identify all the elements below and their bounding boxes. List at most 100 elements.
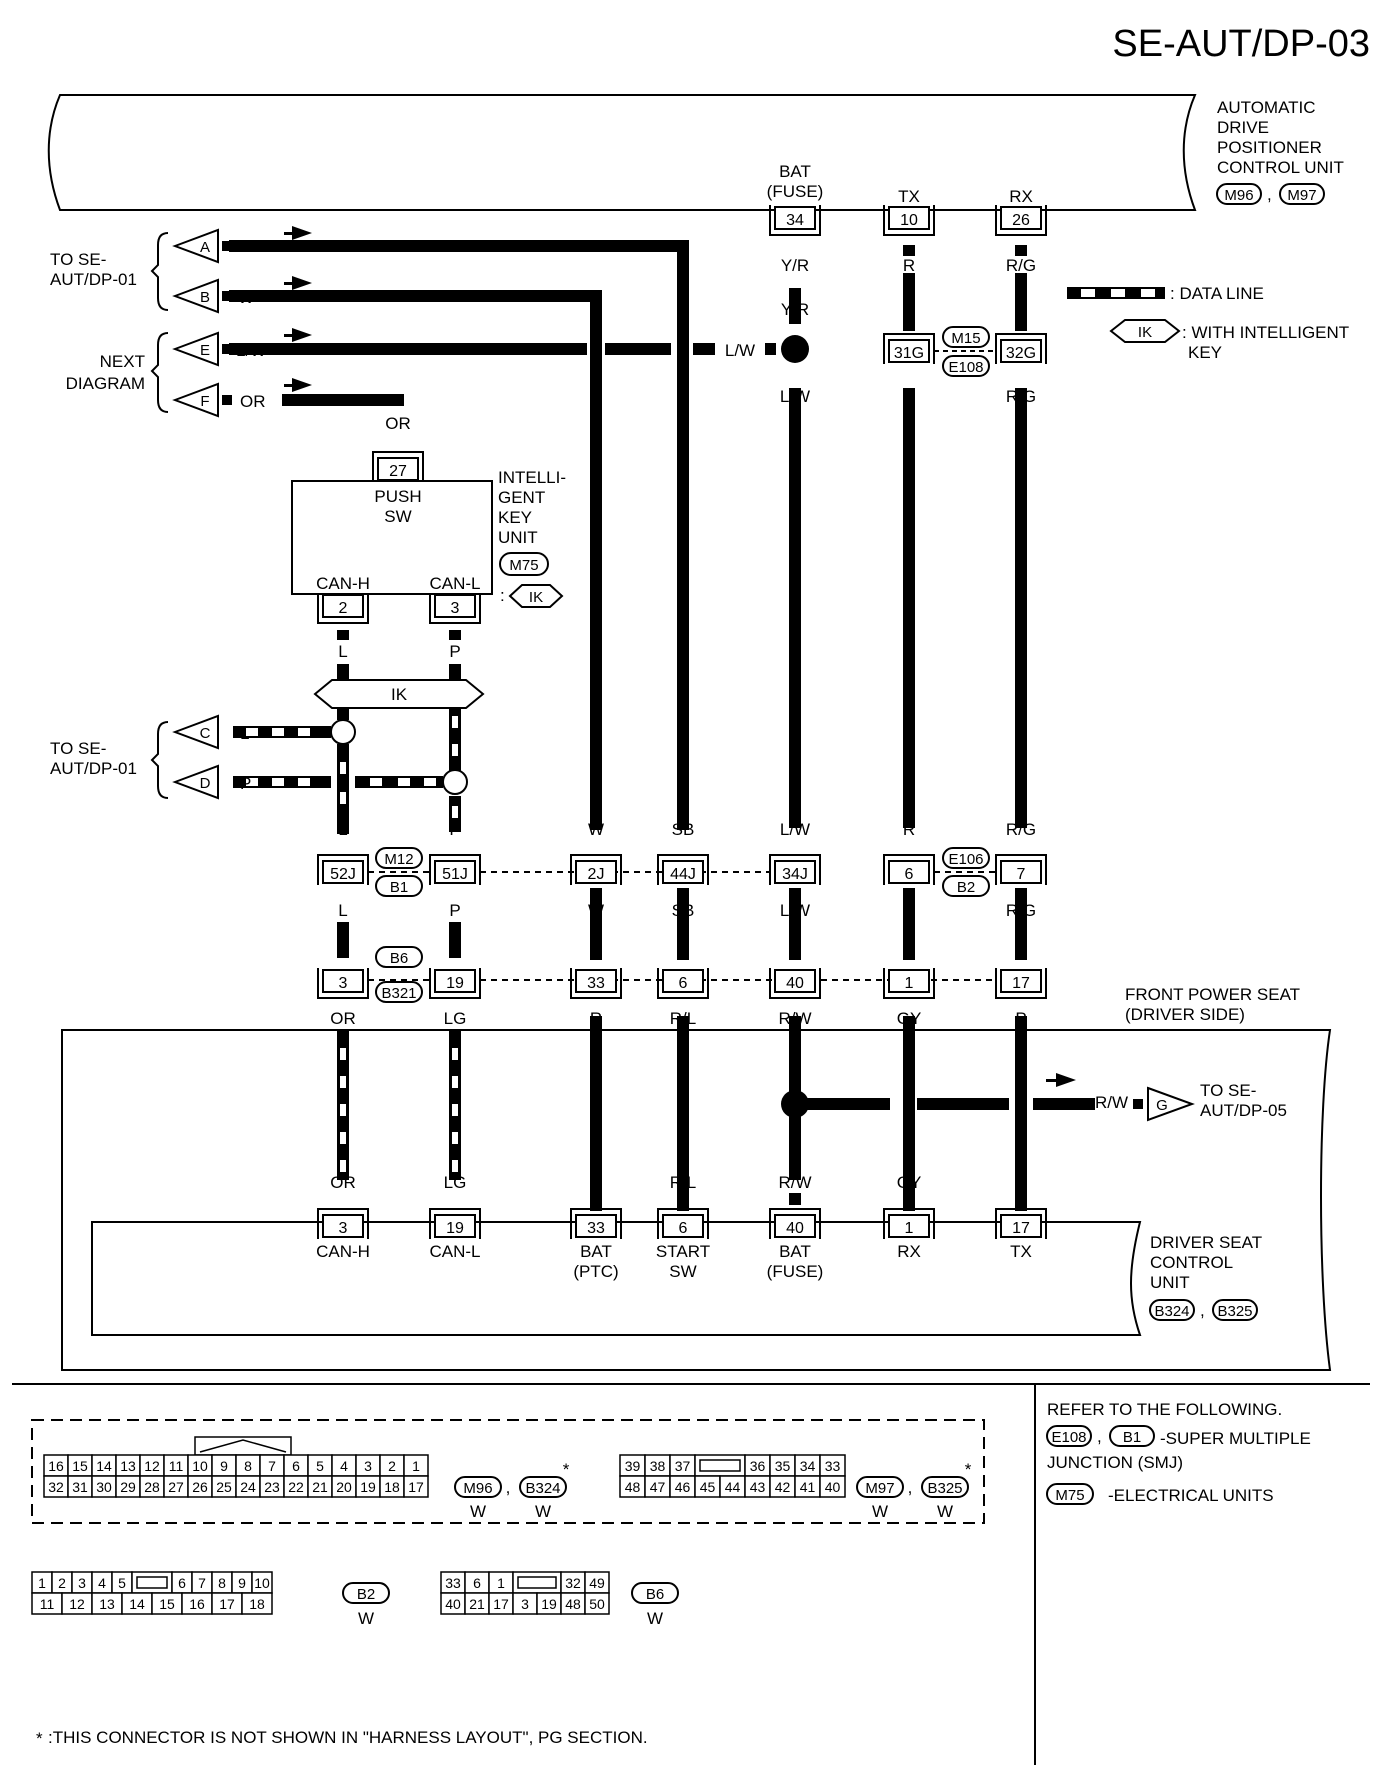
svg-text:48: 48 bbox=[625, 1479, 641, 1495]
label: R/W bbox=[778, 1009, 811, 1028]
label: W bbox=[872, 1502, 888, 1521]
label: * bbox=[563, 1460, 570, 1479]
pin-box: 51J bbox=[429, 854, 481, 885]
seat-label: (DRIVER SIDE) bbox=[1125, 1005, 1245, 1024]
svg-text:M97: M97 bbox=[1287, 187, 1316, 204]
svg-text:34J: 34J bbox=[782, 866, 808, 883]
connector-tag: M12 bbox=[375, 847, 423, 869]
connector-tag: B2 bbox=[342, 1582, 390, 1604]
svg-text:50: 50 bbox=[589, 1596, 605, 1612]
svg-text:3: 3 bbox=[339, 975, 348, 992]
label: W bbox=[470, 1502, 486, 1521]
svg-text:7: 7 bbox=[1017, 866, 1026, 883]
svg-text:UNIT: UNIT bbox=[498, 528, 538, 547]
label: SW bbox=[669, 1262, 696, 1281]
svg-text:51J: 51J bbox=[442, 866, 468, 883]
page-title: SE-AUT/DP-03 bbox=[1112, 23, 1370, 65]
svg-text:4: 4 bbox=[98, 1575, 106, 1591]
svg-text:19: 19 bbox=[446, 1220, 464, 1237]
pin-box: 2J bbox=[570, 854, 622, 885]
svg-text:1: 1 bbox=[905, 975, 914, 992]
svg-text:B6: B6 bbox=[390, 950, 408, 967]
svg-text:5: 5 bbox=[316, 1458, 324, 1474]
ref-connector-b: B W bbox=[172, 276, 312, 314]
svg-text:20: 20 bbox=[336, 1479, 352, 1495]
svg-text:22: 22 bbox=[288, 1479, 304, 1495]
svg-text:DRIVER SEAT: DRIVER SEAT bbox=[1150, 1233, 1262, 1252]
svg-text:IK: IK bbox=[529, 589, 543, 606]
svg-text:47: 47 bbox=[650, 1479, 666, 1495]
svg-text:2: 2 bbox=[339, 600, 348, 617]
svg-text:17: 17 bbox=[1012, 975, 1030, 992]
pin-box: 6 bbox=[657, 968, 709, 999]
svg-text:33: 33 bbox=[587, 1220, 605, 1237]
svg-text:CAN-L: CAN-L bbox=[429, 574, 480, 593]
label: (PTC) bbox=[573, 1262, 618, 1281]
splice bbox=[781, 335, 809, 363]
label: W bbox=[647, 1609, 663, 1628]
label: CAN-L bbox=[429, 1242, 480, 1261]
svg-text:CONTROL: CONTROL bbox=[1150, 1253, 1233, 1272]
intelligent-key-unit: OR 27 PUSH SW CAN-H CAN-L 2 3 INTELLI- G… bbox=[291, 414, 566, 624]
svg-text:D: D bbox=[200, 775, 211, 792]
svg-text:TO SE-: TO SE- bbox=[1200, 1081, 1256, 1100]
svg-text:3: 3 bbox=[521, 1596, 529, 1612]
svg-text:R: R bbox=[903, 256, 915, 275]
svg-text:B1: B1 bbox=[1123, 1429, 1141, 1446]
svg-text:37: 37 bbox=[675, 1458, 691, 1474]
svg-text:18: 18 bbox=[384, 1479, 400, 1495]
svg-text:26: 26 bbox=[192, 1479, 208, 1495]
svg-text:23: 23 bbox=[264, 1479, 280, 1495]
svg-text:2: 2 bbox=[58, 1575, 66, 1591]
svg-text:G: G bbox=[1156, 1097, 1168, 1114]
svg-text:14: 14 bbox=[129, 1596, 145, 1612]
svg-text:8: 8 bbox=[244, 1458, 252, 1474]
label: P bbox=[449, 901, 460, 920]
label: GY bbox=[897, 1009, 922, 1028]
svg-text:REFER TO THE FOLLOWING.: REFER TO THE FOLLOWING. bbox=[1047, 1400, 1282, 1419]
svg-text:: DATA LINE: : DATA LINE bbox=[1170, 284, 1264, 303]
svg-text:L/W: L/W bbox=[780, 387, 810, 406]
svg-text:14: 14 bbox=[96, 1458, 112, 1474]
label: CAN-H bbox=[316, 1242, 370, 1261]
label: , bbox=[506, 1478, 511, 1497]
svg-text:B: B bbox=[200, 289, 210, 306]
adp-control-unit-box bbox=[47, 94, 1197, 211]
svg-text:-SUPER MULTIPLE: -SUPER MULTIPLE bbox=[1160, 1429, 1311, 1448]
svg-text:E108: E108 bbox=[948, 359, 983, 376]
label: R bbox=[903, 901, 915, 920]
svg-text:L: L bbox=[240, 724, 249, 743]
connector-m15-e108: 31G 32G M15 E108 bbox=[883, 326, 1047, 377]
adp-unit-label: AUTOMATIC DRIVE POSITIONER CONTROL UNIT … bbox=[1216, 98, 1344, 205]
label: , bbox=[908, 1478, 913, 1497]
label: BAT bbox=[580, 1242, 612, 1261]
svg-text:3: 3 bbox=[78, 1575, 86, 1591]
label: R/W bbox=[778, 1173, 811, 1192]
svg-text:24: 24 bbox=[240, 1479, 256, 1495]
svg-text:8: 8 bbox=[218, 1575, 226, 1591]
svg-text:35: 35 bbox=[775, 1458, 791, 1474]
svg-text:21: 21 bbox=[312, 1479, 328, 1495]
label: L bbox=[338, 820, 347, 839]
pin-box: 33 bbox=[570, 968, 622, 999]
top-pin-labels: BAT (FUSE) TX RX bbox=[767, 162, 1033, 206]
label: R bbox=[590, 1009, 602, 1028]
legend: : DATA LINE IK : WITH INTELLIGENT KEY bbox=[1067, 284, 1349, 362]
svg-text:11: 11 bbox=[169, 1458, 184, 1474]
svg-text:13: 13 bbox=[120, 1458, 136, 1474]
svg-text:2J: 2J bbox=[588, 866, 605, 883]
svg-text:19: 19 bbox=[541, 1596, 557, 1612]
svg-text:M75: M75 bbox=[1055, 1487, 1084, 1504]
svg-text:L/W: L/W bbox=[725, 341, 755, 360]
svg-text:6: 6 bbox=[679, 1220, 688, 1237]
svg-text:27: 27 bbox=[168, 1479, 184, 1495]
label: LG bbox=[444, 1173, 467, 1192]
svg-text:CONTROL UNIT: CONTROL UNIT bbox=[1217, 158, 1344, 177]
svg-text:M96: M96 bbox=[1224, 187, 1253, 204]
driver-seat-control-unit: DRIVER SEAT CONTROL UNIT B324 , B325 OR3… bbox=[91, 1173, 1262, 1336]
